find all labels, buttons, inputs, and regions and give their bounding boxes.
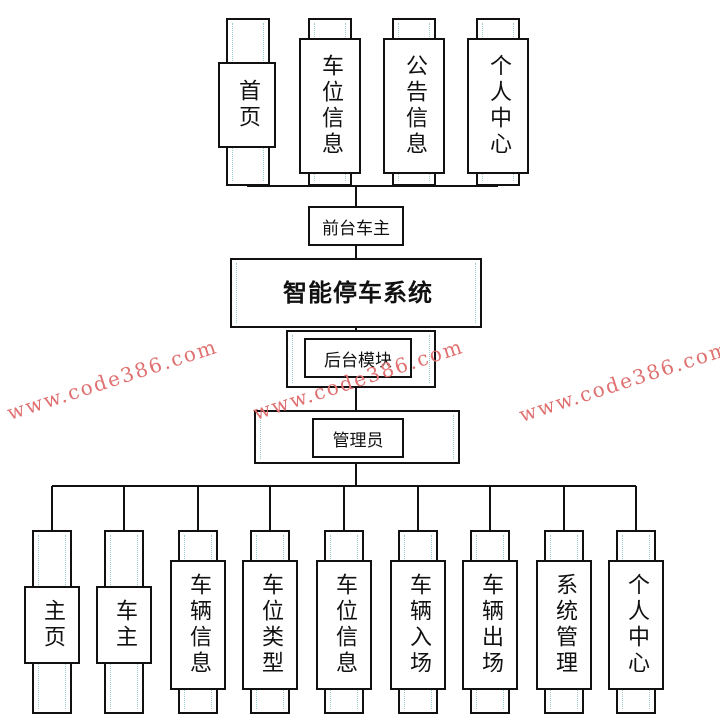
node-label: 个人中心	[624, 573, 649, 677]
admin-item-main-page: 主页	[24, 586, 80, 664]
front-owner-node: 前台车主	[308, 206, 404, 246]
node-label: 车位类型	[258, 573, 283, 677]
node-label: 车主	[112, 599, 137, 651]
admin-node: 管理员	[312, 418, 404, 458]
node-label: 首页	[235, 79, 260, 131]
node-label: 智能停车系统	[283, 278, 433, 307]
front-item-parking-info: 车位信息	[299, 38, 361, 174]
admin-item-parking-info: 车位信息	[316, 560, 372, 690]
node-label: 公告信息	[402, 54, 427, 158]
front-item-home: 首页	[218, 62, 276, 148]
front-item-personal-center: 个人中心	[467, 38, 529, 174]
node-label: 主页	[40, 599, 65, 651]
node-label: 管理员	[332, 430, 384, 451]
admin-item-parking-type: 车位类型	[242, 560, 298, 690]
front-item-notice-info: 公告信息	[383, 38, 445, 174]
admin-item-system-management: 系统管理	[536, 560, 592, 690]
node-label: 车辆信息	[186, 573, 211, 677]
admin-item-vehicle-exit: 车辆出场	[462, 560, 518, 690]
node-label: 前台车主	[322, 218, 390, 239]
admin-item-vehicle-info: 车辆信息	[170, 560, 226, 690]
admin-item-personal-center: 个人中心	[608, 560, 664, 690]
node-label: 系统管理	[552, 573, 577, 677]
system-root-node: 智能停车系统	[262, 264, 454, 316]
node-label: 个人中心	[486, 54, 511, 158]
backend-module-node: 后台模块	[304, 338, 412, 378]
node-label: 车辆出场	[478, 573, 503, 677]
node-label: 车位信息	[318, 54, 343, 158]
admin-item-vehicle-entry: 车辆入场	[390, 560, 446, 690]
admin-item-car-owner: 车主	[96, 586, 152, 664]
node-label: 车位信息	[332, 573, 357, 677]
node-label: 车辆入场	[406, 573, 431, 677]
node-label: 后台模块	[324, 350, 392, 371]
